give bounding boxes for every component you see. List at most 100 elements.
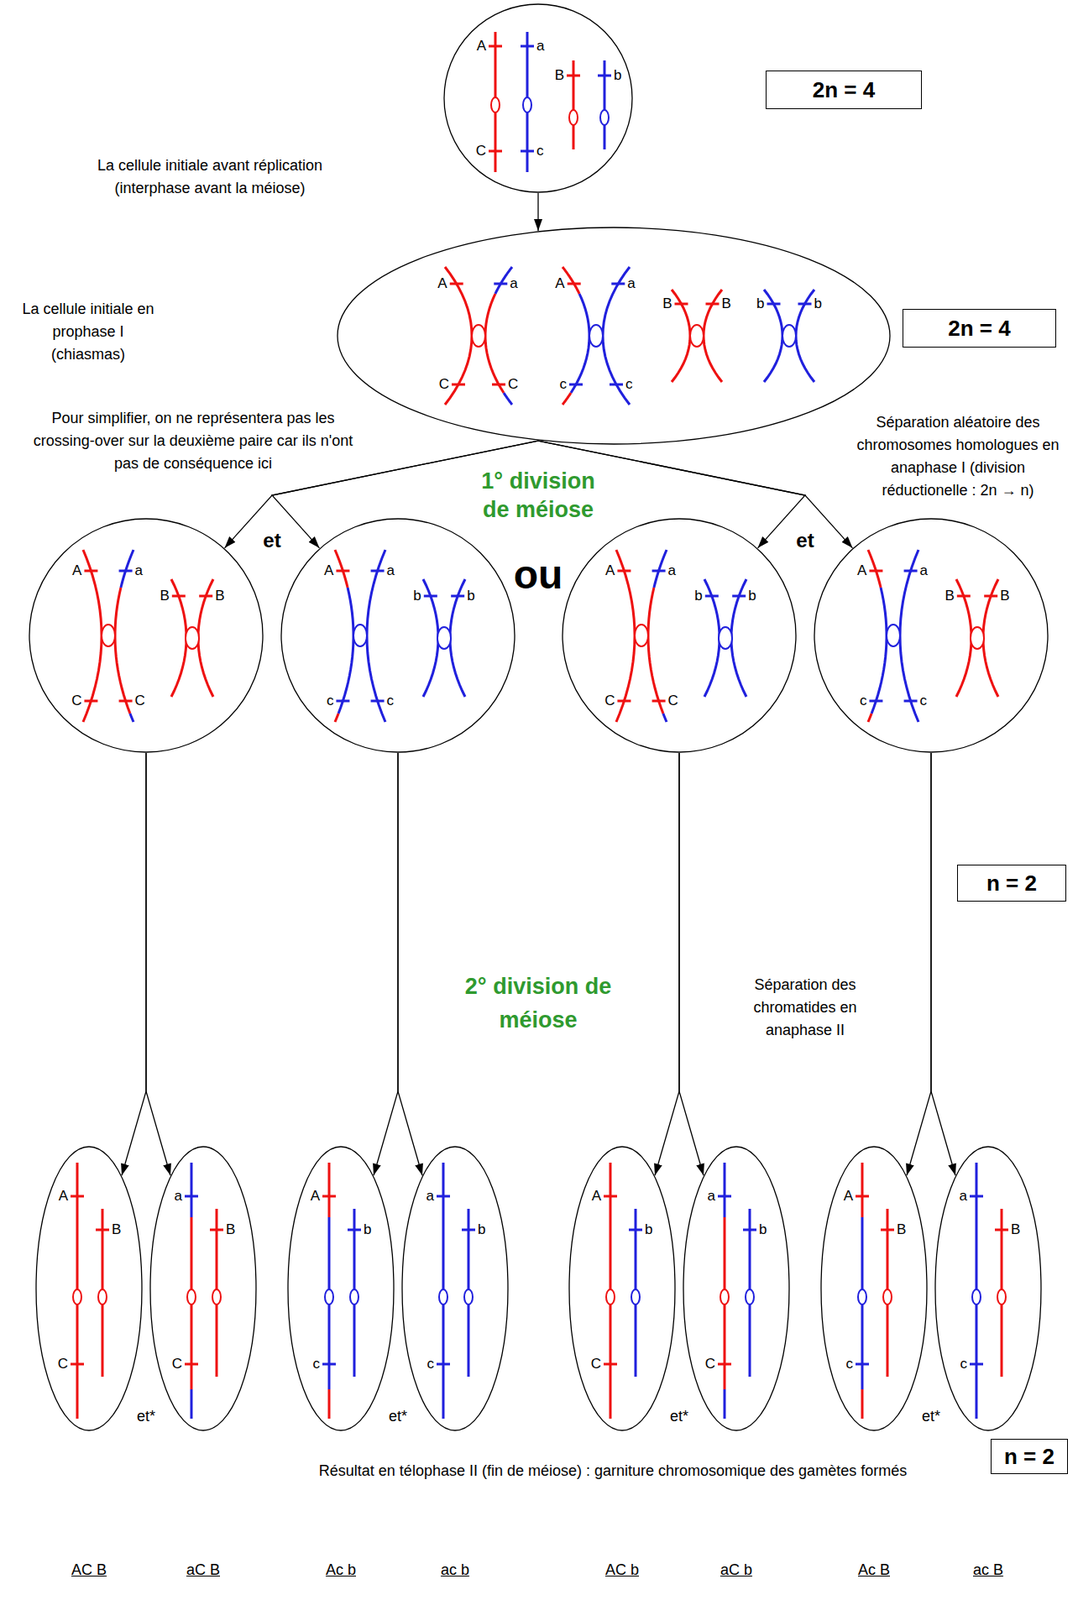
gene-locus	[628, 1229, 643, 1232]
gene-locus	[209, 1229, 224, 1232]
allele-label: b	[466, 587, 487, 605]
chromatid	[868, 713, 872, 723]
allele-label: A	[465, 37, 487, 55]
cell-membrane	[562, 518, 796, 753]
gene-locus	[83, 570, 98, 573]
gene-locus	[70, 1363, 84, 1366]
gamete-cell: abc	[401, 1146, 509, 1432]
gamete-cell: abC	[682, 1146, 791, 1432]
chromosome-set	[717, 1162, 757, 1419]
gamete-cell: ABC	[35, 1146, 143, 1432]
genotype-label: aC B	[165, 1559, 241, 1581]
genotype-label: ac b	[417, 1559, 493, 1581]
gene-locus	[855, 1195, 869, 1199]
division-arrow	[537, 193, 539, 231]
centromere	[720, 1289, 729, 1305]
gene-locus	[347, 1229, 362, 1232]
allele-label: C	[429, 376, 450, 393]
allele-label: b	[613, 67, 634, 84]
allele-label: C	[465, 142, 487, 160]
division-arrow	[654, 753, 680, 1176]
gene-locus	[493, 282, 508, 286]
genotype-label: Ac b	[303, 1559, 379, 1581]
allele-label: C	[507, 376, 529, 393]
centromere	[589, 324, 603, 347]
centromere	[600, 109, 609, 126]
centromere	[324, 1289, 334, 1305]
allele-label: c	[947, 1355, 968, 1373]
gene-locus	[994, 1229, 1009, 1232]
cell-membrane	[337, 227, 890, 445]
gene-locus	[969, 1195, 984, 1199]
gene-locus	[880, 1229, 895, 1232]
centromere	[972, 1289, 981, 1305]
cell-membrane	[29, 518, 263, 753]
gene-locus	[904, 570, 918, 573]
gene-locus	[617, 570, 631, 573]
gene-locus	[798, 303, 812, 306]
centromere	[606, 1289, 615, 1305]
gene-locus	[617, 700, 631, 703]
allele-label: a	[536, 37, 557, 55]
chromatid	[83, 549, 102, 723]
prophase-cell: AaAaBBbbCCcc	[336, 226, 891, 445]
centromere	[353, 624, 367, 647]
gene-locus	[184, 1363, 199, 1366]
ploidy-box: 2n = 4	[765, 70, 922, 110]
gene-locus	[603, 1195, 618, 1199]
conjunction: et	[255, 528, 289, 553]
conjunction: et*	[376, 1407, 419, 1426]
chromatid	[795, 289, 815, 383]
centromere	[997, 1289, 1006, 1305]
gene-locus	[743, 1229, 757, 1232]
chromosome-set	[868, 549, 999, 723]
chromatid	[868, 549, 881, 588]
cell-outline	[820, 1146, 928, 1432]
allele-label: b	[758, 1221, 780, 1239]
gene-locus	[371, 570, 385, 573]
allele-label: C	[162, 1355, 183, 1373]
gene-locus	[371, 700, 385, 703]
cell-membrane	[402, 1146, 508, 1431]
chromatid	[648, 587, 664, 714]
gene-locus	[855, 1363, 869, 1366]
gene-locus	[335, 700, 350, 703]
chromosome-set	[616, 549, 747, 723]
division-title: 1° division de méiose	[466, 466, 610, 524]
gene-locus	[83, 700, 98, 703]
gene-locus	[705, 595, 719, 598]
chromosome-set	[855, 1162, 895, 1419]
gamete-cell: Abc	[287, 1146, 395, 1432]
centromere	[73, 1289, 82, 1305]
allele-label: C	[580, 1355, 602, 1373]
allele-label: a	[162, 1187, 183, 1205]
allele-label: A	[594, 562, 615, 580]
gene-locus	[119, 570, 133, 573]
gene-locus	[450, 595, 465, 598]
division-arrow	[906, 753, 932, 1176]
centromere	[437, 627, 451, 649]
gene-locus	[652, 700, 666, 703]
gene-locus	[520, 45, 534, 48]
cell-membrane	[281, 518, 515, 753]
gene-locus	[868, 700, 883, 703]
gene-locus	[491, 383, 506, 387]
cell-outline	[682, 1146, 791, 1432]
division-arrow	[373, 753, 398, 1176]
note-text: Séparation des chromatides en anaphase I…	[742, 973, 869, 1042]
allele-label: A	[313, 562, 334, 580]
chromosome-set	[322, 1162, 362, 1419]
centromere	[782, 324, 796, 347]
chromatid	[450, 579, 466, 697]
cell-outline	[401, 1146, 509, 1432]
centromere	[187, 1289, 196, 1305]
allele-label: c	[920, 692, 941, 710]
division-arrow	[931, 753, 956, 1176]
centromere	[439, 1289, 448, 1305]
chromatid	[334, 549, 348, 588]
gene-locus	[603, 1363, 618, 1366]
allele-label: A	[544, 275, 566, 293]
gene-locus	[717, 1195, 732, 1199]
